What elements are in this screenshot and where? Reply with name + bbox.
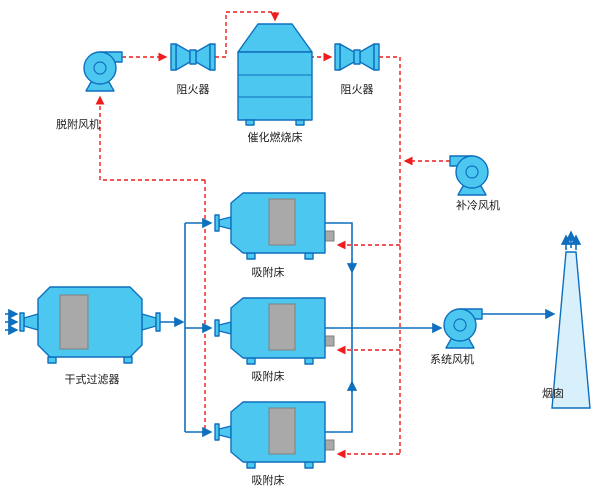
labels: 脱附风机 阻火器 阻火器 催化燃烧床 补冷风机 吸附床 吸附床 吸附床 干式过滤… — [56, 83, 564, 487]
adsorber-icon — [214, 192, 335, 260]
flame-arrester-left — [170, 43, 216, 71]
adsorption-bed-2 — [214, 297, 335, 365]
adsorber-icon — [214, 401, 335, 469]
bed-leg — [295, 119, 305, 126]
filter-outlet-cone — [141, 313, 157, 331]
flow-out-bed3 — [325, 328, 353, 433]
desorption-fan — [83, 51, 123, 92]
fan-icon — [455, 155, 489, 196]
catalytic-combustion-bed — [237, 23, 313, 126]
chimney-stack — [551, 251, 591, 409]
filter-inlet-cone — [23, 313, 39, 331]
filter-inlet-flange — [19, 312, 25, 332]
dry-filter — [19, 286, 161, 364]
filter-leg — [123, 356, 133, 364]
adsorption-bed-3-label: 吸附床 — [252, 473, 285, 487]
flow-out-bed1 — [325, 222, 353, 328]
bed-body — [237, 51, 313, 121]
adsorption-bed-2-label: 吸附床 — [252, 369, 285, 383]
cooling-fan — [449, 155, 489, 196]
desorption-fan-label: 脱附风机 — [56, 117, 100, 131]
dry-filter-label: 干式过滤器 — [65, 373, 120, 386]
filter-body — [37, 286, 143, 358]
chimney — [551, 251, 591, 409]
adsorption-bed-1 — [214, 192, 335, 260]
chimney-label: 烟囱 — [542, 386, 564, 400]
flame-arrester-icon — [170, 43, 216, 71]
hot-line-arrester-to-bed-top — [215, 11, 280, 58]
filter-outlet-flange — [155, 312, 161, 332]
flame-arrester-icon — [334, 43, 380, 71]
system-fan — [443, 308, 483, 349]
flame-arrester-right-label: 阻火器 — [341, 83, 374, 96]
clean-air-lines — [5, 217, 582, 438]
bed-hood — [237, 23, 313, 53]
fan-icon — [443, 308, 477, 349]
adsorption-bed-3 — [214, 401, 335, 469]
system-fan-label: 系统风机 — [430, 352, 474, 366]
fan-icon — [83, 51, 117, 92]
flame-arrester-right — [334, 43, 380, 71]
hot-line-main-down — [379, 56, 401, 454]
hot-line-suction-to-fan — [95, 95, 205, 181]
adsorber-icon — [214, 297, 335, 365]
catalytic-bed-label: 催化燃烧床 — [248, 130, 303, 144]
bed-leg — [245, 119, 255, 126]
flame-arrester-left-label: 阻火器 — [177, 83, 210, 96]
filter-leg — [47, 356, 57, 364]
adsorption-bed-1-label: 吸附床 — [252, 265, 285, 279]
filter-media — [59, 294, 89, 350]
cooling-fan-label: 补冷风机 — [456, 198, 500, 212]
